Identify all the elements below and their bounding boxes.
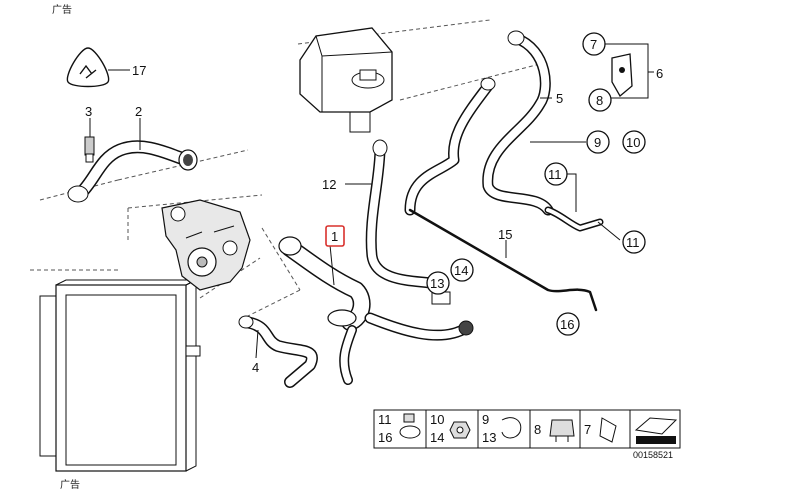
legend-num: 14 [430, 430, 444, 445]
svg-text:10: 10 [626, 135, 640, 150]
retainer-icon [549, 419, 575, 442]
callout-8: 8 [588, 88, 612, 112]
callout-16: 16 [556, 312, 580, 336]
svg-text:5: 5 [556, 91, 563, 106]
ad-label-top: 广告 [52, 5, 72, 16]
hose-1 [278, 236, 371, 385]
clip-icon [501, 417, 522, 439]
flat-seal-icon [634, 417, 678, 444]
hose-clamp-icon [399, 413, 421, 439]
callout-3: 3 [85, 104, 92, 119]
svg-text:1: 1 [331, 229, 338, 244]
svg-text:2: 2 [135, 104, 142, 119]
svg-text:9: 9 [594, 135, 601, 150]
callout-14: 14 [450, 258, 474, 282]
svg-text:11: 11 [548, 167, 562, 182]
callout-2: 2 [135, 104, 142, 119]
callout-6: 6 [656, 66, 663, 81]
legend-num: 8 [534, 422, 541, 437]
bracket-6 [611, 53, 633, 97]
hose-5 [404, 30, 554, 216]
svg-text:16: 16 [560, 317, 574, 332]
parts-legend-table: 11 16 10 14 9 13 8 7 [373, 409, 681, 449]
hose-lower-right [364, 312, 474, 341]
svg-text:6: 6 [656, 66, 663, 81]
legend-num: 9 [482, 412, 489, 427]
callout-10: 10 [622, 130, 646, 154]
hose-4 [238, 315, 318, 388]
callout-12: 12 [322, 177, 336, 192]
nut-icon [449, 421, 471, 439]
svg-text:17: 17 [132, 63, 146, 78]
legend-num: 7 [584, 422, 591, 437]
svg-text:3: 3 [85, 104, 92, 119]
hose-2 [67, 140, 198, 203]
callout-9: 9 [586, 130, 610, 154]
callout-4: 4 [252, 360, 259, 375]
bracket-clip-icon [599, 417, 617, 443]
legend-num: 16 [378, 430, 392, 445]
svg-text:11: 11 [626, 235, 640, 250]
callout-17: 17 [132, 63, 146, 78]
svg-text:4: 4 [252, 360, 259, 375]
ad-label-bottom: 广告 [60, 480, 80, 491]
hose-12 [365, 139, 451, 305]
callout-1-highlighted: 1 [325, 225, 345, 247]
legend-num: 13 [482, 430, 496, 445]
svg-text:8: 8 [596, 93, 603, 108]
svg-text:7: 7 [590, 37, 597, 52]
svg-text:13: 13 [430, 276, 444, 291]
callout-13: 13 [426, 271, 450, 295]
leader-lines [89, 43, 654, 359]
callout-11-upper: 11 [544, 162, 568, 186]
radiator [39, 279, 201, 472]
svg-text:14: 14 [454, 263, 468, 278]
callout-11-lower: 11 [622, 230, 646, 254]
callout-7: 7 [582, 32, 606, 56]
legend-num: 10 [430, 412, 444, 427]
legend-num: 11 [378, 412, 392, 427]
svg-text:12: 12 [322, 177, 336, 192]
water-pump [161, 199, 251, 291]
callout-5: 5 [556, 91, 563, 106]
warning-symbol-17 [66, 47, 110, 88]
drawing-number: 00158521 [633, 450, 673, 460]
svg-text:15: 15 [498, 227, 512, 242]
temperature-sensor-3 [84, 136, 95, 163]
expansion-tank [299, 27, 393, 133]
vent-line-15 [408, 206, 604, 312]
callout-15: 15 [498, 227, 512, 242]
